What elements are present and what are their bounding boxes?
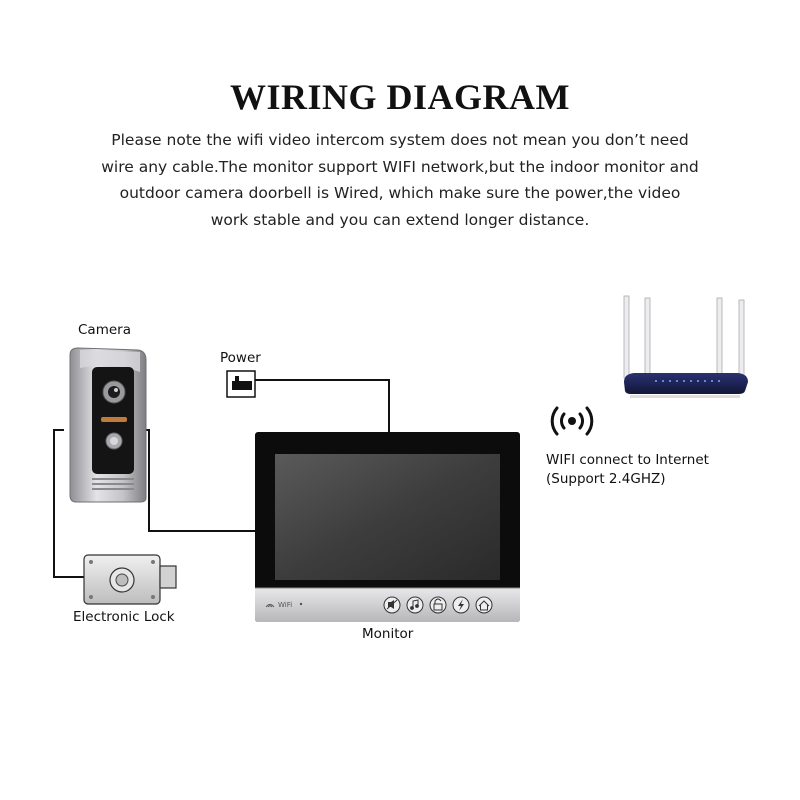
music-note-icon[interactable]: [406, 596, 424, 614]
wifi-info-label: WIFI connect to Internet (Support 2.4GHZ…: [546, 451, 766, 489]
monitor-screen: [275, 454, 500, 580]
page-title: WIRING DIAGRAM: [230, 77, 570, 117]
wifi-router: [623, 295, 748, 398]
wifi-badge: WiFi: [265, 601, 303, 609]
indoor-monitor: WiFi: [255, 432, 520, 622]
wifi-info-line-1: WIFI connect to Internet: [546, 452, 709, 468]
wifi-badge-text: WiFi: [278, 601, 292, 609]
monitor-label: Monitor: [362, 626, 414, 642]
power-adapter-icon: [226, 370, 256, 398]
electronic-lock: [83, 554, 177, 605]
monitor-buttons: [383, 596, 493, 614]
camera-monitor-wire: [140, 429, 255, 532]
wifi-info-line-2: (Support 2.4GHZ): [546, 471, 666, 487]
mute-icon[interactable]: [383, 596, 401, 614]
electronic-lock-label: Electronic Lock: [73, 609, 175, 625]
camera-doorbell: [69, 347, 147, 503]
lightning-icon[interactable]: [452, 596, 470, 614]
camera-lock-wire: [53, 429, 84, 578]
wifi-signal-icon: [550, 406, 594, 436]
power-wire: [255, 379, 390, 432]
power-label: Power: [220, 350, 261, 366]
home-icon[interactable]: [475, 596, 493, 614]
unlock-icon[interactable]: [429, 596, 447, 614]
intro-paragraph: Please note the wifi video intercom syst…: [101, 131, 699, 229]
camera-label: Camera: [78, 322, 131, 338]
